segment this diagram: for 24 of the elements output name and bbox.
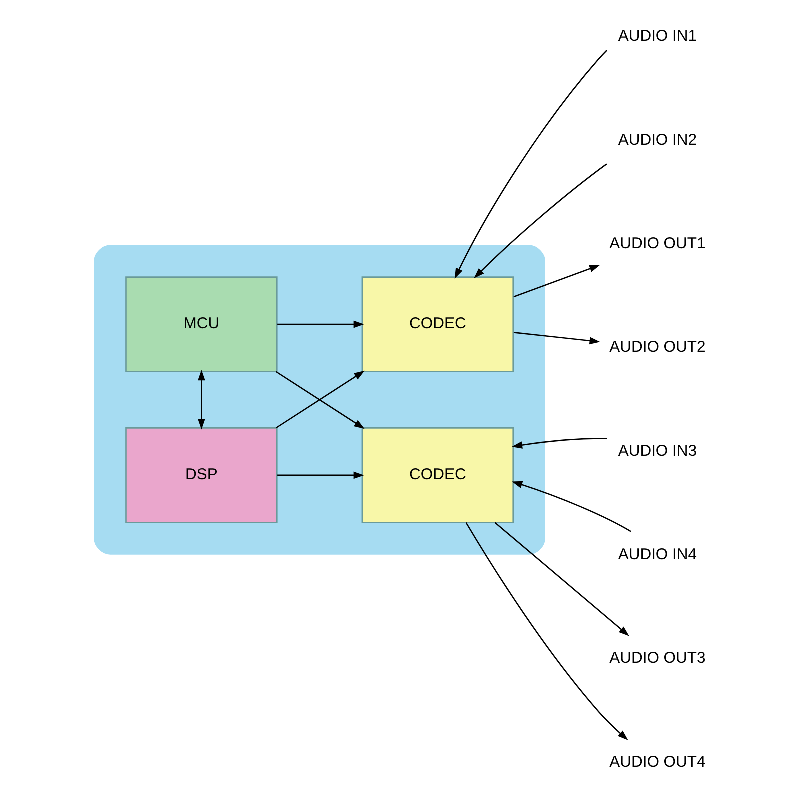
arrow <box>494 522 629 636</box>
arrow <box>454 50 607 279</box>
arrow <box>277 472 364 480</box>
arrow <box>512 481 631 532</box>
arrow <box>277 320 364 328</box>
arrow <box>198 370 205 430</box>
arrow <box>513 265 600 298</box>
node-box: MCU <box>125 276 278 372</box>
node-text: AUDIO OUT3 <box>609 650 706 668</box>
node-text: AUDIO OUT2 <box>609 339 706 356</box>
node-text: AUDIO OUT1 <box>609 236 706 253</box>
arrow <box>513 332 600 345</box>
node-text: AUDIO OUT4 <box>609 754 706 771</box>
node-text: AUDIO IN1 <box>618 28 697 46</box>
arrow <box>465 522 628 740</box>
node-box: CODEC <box>361 428 514 524</box>
arrow <box>512 438 607 449</box>
node-text: AUDIO IN4 <box>618 546 697 564</box>
node-box: CODEC <box>361 276 514 372</box>
node-text: AUDIO IN2 <box>618 132 697 149</box>
cluster <box>94 245 545 555</box>
node-text: AUDIO IN3 <box>618 442 697 460</box>
node-box: DSP <box>125 428 278 524</box>
arrow <box>474 164 607 279</box>
